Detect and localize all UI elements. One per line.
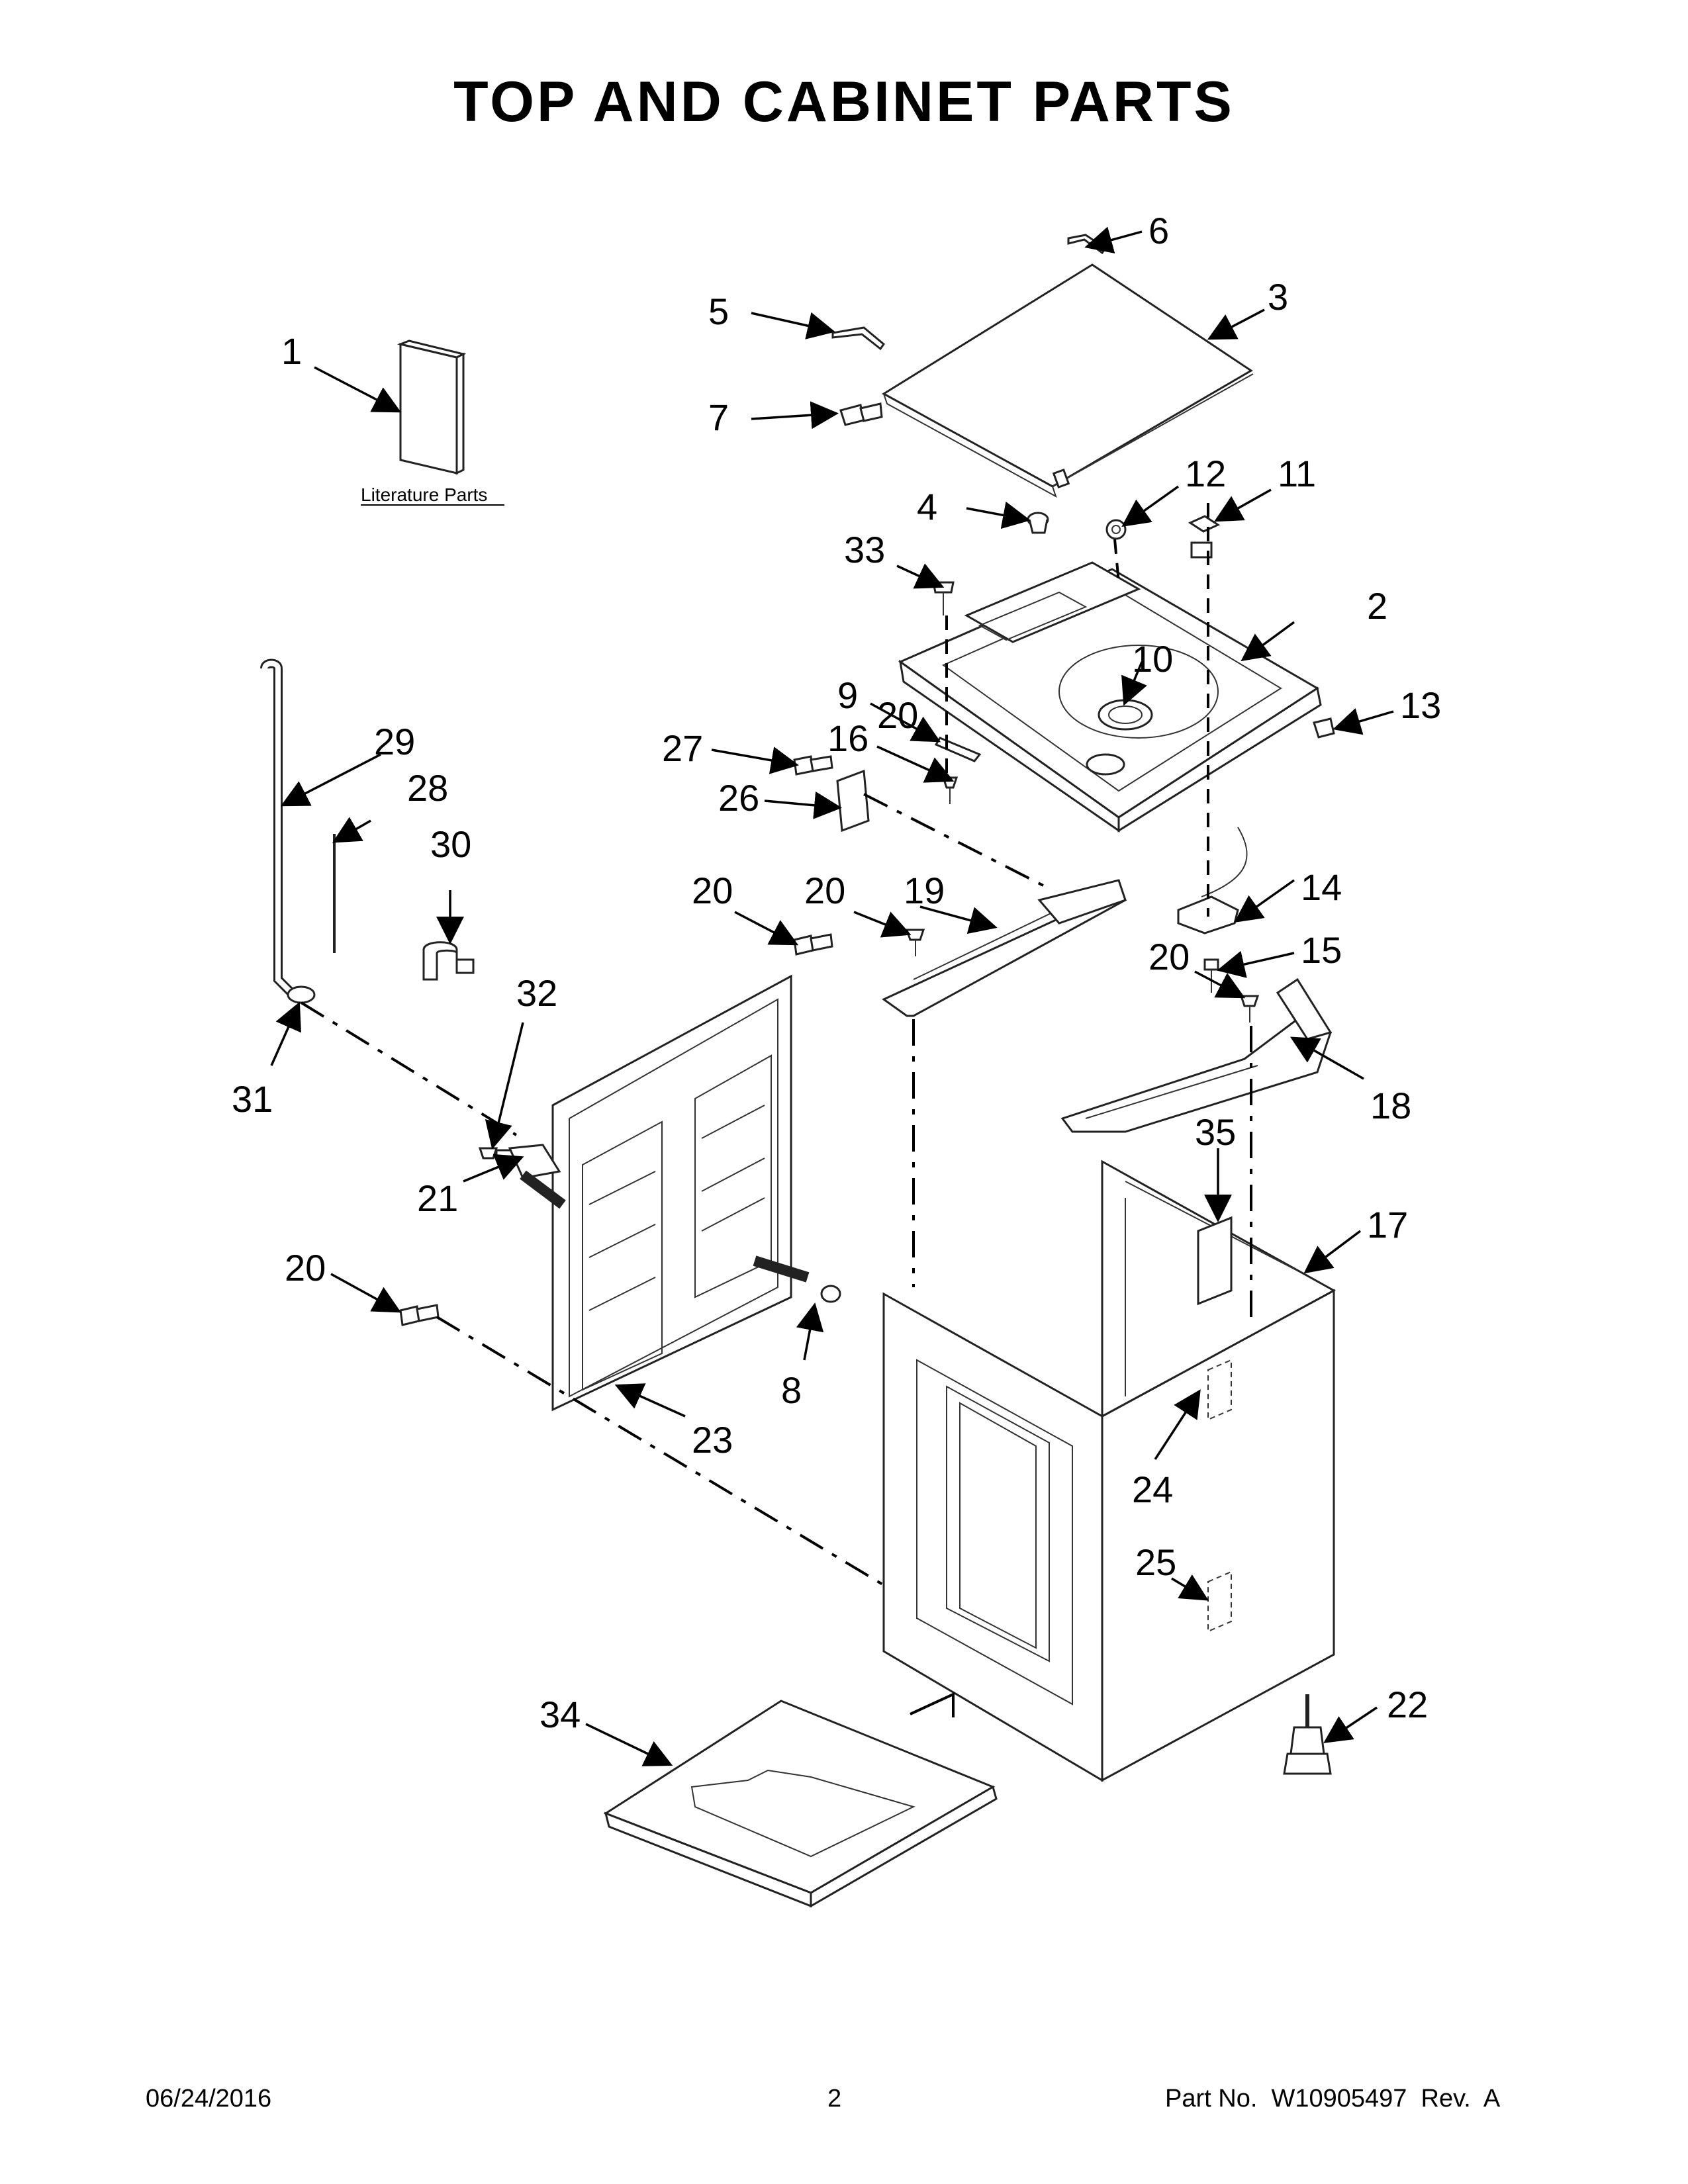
leveling-leg-part	[1283, 1694, 1332, 1775]
base-pad-part	[603, 1700, 998, 1908]
callout-4: 4	[917, 486, 937, 527]
callout-3: 3	[1268, 276, 1288, 318]
callout-9: 9	[837, 674, 858, 716]
screws-20	[399, 929, 1260, 1326]
callout-22: 22	[1387, 1684, 1428, 1725]
callout-23: 23	[692, 1419, 733, 1461]
callout-14: 14	[1301, 866, 1342, 908]
callout-20-a: 20	[692, 870, 733, 911]
cabinet-part	[882, 1160, 1336, 1782]
callout-29: 29	[374, 721, 415, 762]
top-panel-part	[898, 541, 1322, 833]
callout-10: 10	[1132, 638, 1173, 680]
callout-33: 33	[844, 529, 885, 570]
callout-24: 24	[1132, 1469, 1173, 1510]
callout-32: 32	[516, 972, 557, 1014]
callout-16: 16	[827, 717, 868, 759]
fastener-parts	[793, 581, 982, 833]
callout-15: 15	[1301, 929, 1342, 971]
callout-20-d: 20	[285, 1247, 326, 1289]
literature-parts-label: Literature Parts	[361, 484, 487, 505]
callout-21: 21	[417, 1177, 458, 1219]
literature-part: Literature Parts	[361, 340, 504, 506]
callout-12: 12	[1185, 453, 1226, 494]
callout-6: 6	[1149, 210, 1169, 251]
callout-18: 18	[1370, 1085, 1411, 1126]
callout-11: 11	[1278, 453, 1316, 494]
callout-27: 27	[662, 727, 703, 769]
front-bracket-part	[882, 879, 1127, 1017]
footer-page-number: 2	[827, 2085, 842, 2113]
footer-part-info: Part No. W10905497 Rev. A	[1165, 2085, 1501, 2113]
callout-1: 1	[281, 330, 302, 372]
rear-bracket-part	[1060, 978, 1333, 1133]
callout-26: 26	[718, 777, 759, 819]
assembly-lines	[300, 503, 1252, 1717]
callout-8: 8	[781, 1369, 802, 1411]
callout-7: 7	[708, 396, 729, 438]
callout-34: 34	[539, 1694, 581, 1735]
callout-20-e: 20	[877, 694, 918, 736]
callout-20-c: 20	[1149, 936, 1190, 978]
callout-31: 31	[232, 1078, 273, 1120]
lid-part	[882, 263, 1254, 498]
callout-19: 19	[904, 870, 945, 911]
callout-28: 28	[407, 767, 448, 809]
callout-5: 5	[708, 291, 729, 332]
leader-arrows	[270, 226, 1394, 1766]
callout-20-b: 20	[804, 870, 845, 911]
hose-parts	[260, 659, 514, 1161]
footer-date: 06/24/2016	[146, 2085, 272, 2113]
callout-2: 2	[1367, 585, 1387, 627]
callout-30: 30	[430, 823, 471, 865]
callout-13: 13	[1400, 684, 1441, 726]
callout-17: 17	[1367, 1204, 1408, 1246]
rear-panel-part	[508, 974, 841, 1412]
callout-35: 35	[1195, 1111, 1236, 1153]
callout-labels: 1 2 3 4 5 6 7 8 9 10 11 12 13 14 15 16 1…	[232, 210, 1441, 1735]
callout-25: 25	[1135, 1541, 1176, 1583]
page-title: TOP AND CABINET PARTS	[453, 70, 1235, 134]
label-part	[1197, 1216, 1233, 1306]
